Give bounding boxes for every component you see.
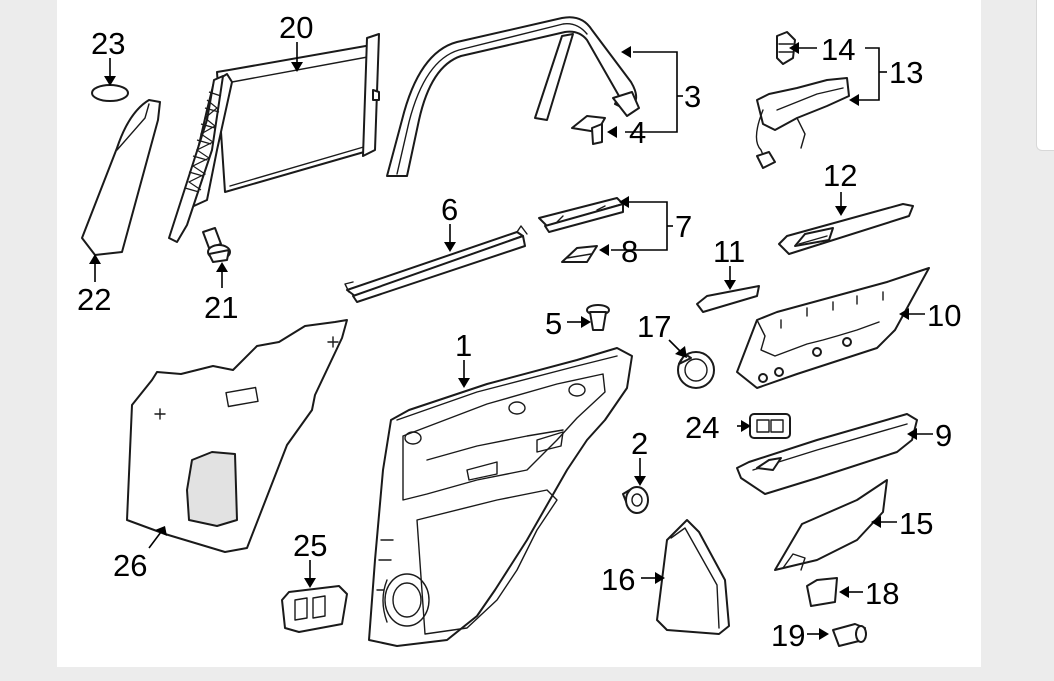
part-25-switch-block: [281, 585, 348, 633]
part-10-trim-panel: [736, 267, 930, 389]
callout-15: 15: [899, 506, 933, 541]
callout-2: 2: [631, 426, 648, 461]
part-23-seal: [91, 84, 129, 102]
part-26-water-shield: [126, 319, 348, 553]
callout-13: 13: [889, 55, 923, 90]
callout-10: 10: [927, 298, 961, 333]
callout-25: 25: [293, 528, 327, 563]
callout-3: 3: [684, 79, 701, 114]
callout-labels: 23 20 22 21 3 4 14 13 12 6 7 8 11 10 5 1…: [77, 10, 961, 653]
part-3-window-frame: [386, 16, 640, 177]
part-8-clip: [561, 245, 598, 263]
part-7-trim-strip: [538, 197, 624, 233]
callout-1: 1: [455, 328, 472, 363]
part-22-pillar-trim: [81, 99, 161, 256]
part-21-push-pin: [202, 227, 231, 263]
part-2-fastener: [622, 486, 649, 514]
callout-21: 21: [204, 290, 238, 325]
callout-22: 22: [77, 282, 111, 317]
callout-17: 17: [637, 309, 671, 344]
part-15-pocket-trim: [774, 479, 888, 571]
callout-20: 20: [279, 10, 313, 45]
part-6-belt-molding: [344, 225, 528, 303]
part-9-armrest: [736, 413, 918, 495]
part-11-trim-piece: [696, 285, 760, 313]
callout-9: 9: [935, 418, 952, 453]
callout-26: 26: [113, 548, 147, 583]
part-19-plug: [832, 623, 867, 647]
part-17-round-cover: [677, 351, 715, 389]
part-20-sunshade: [168, 33, 380, 243]
part-18-plug: [806, 577, 838, 607]
callout-11: 11: [713, 234, 745, 269]
callout-16: 16: [601, 562, 635, 597]
callout-12: 12: [823, 158, 857, 193]
part-16-speaker-cover: [656, 519, 730, 635]
callout-8: 8: [621, 234, 638, 269]
side-panel-edge: [1036, 0, 1054, 151]
part-5-screw: [586, 304, 610, 331]
callout-23: 23: [91, 26, 125, 61]
callout-7: 7: [675, 209, 692, 244]
callout-14: 14: [821, 32, 855, 67]
callout-19: 19: [771, 618, 805, 653]
callout-18: 18: [865, 576, 899, 611]
leader-lines: [89, 42, 933, 640]
part-12-switch-bezel: [778, 203, 914, 255]
part-1-door-trim-panel: [368, 347, 633, 647]
callout-6: 6: [441, 192, 458, 227]
exploded-parts-diagram: 23 20 22 21 3 4 14 13 12 6 7 8 11 10 5 1…: [77, 10, 961, 653]
part-4-clip: [571, 115, 606, 145]
callout-24: 24: [685, 410, 719, 445]
part-13-handle-assembly: [755, 31, 850, 169]
callout-5: 5: [545, 306, 562, 341]
part-24-window-switch: [749, 413, 791, 439]
callout-4: 4: [629, 115, 646, 150]
